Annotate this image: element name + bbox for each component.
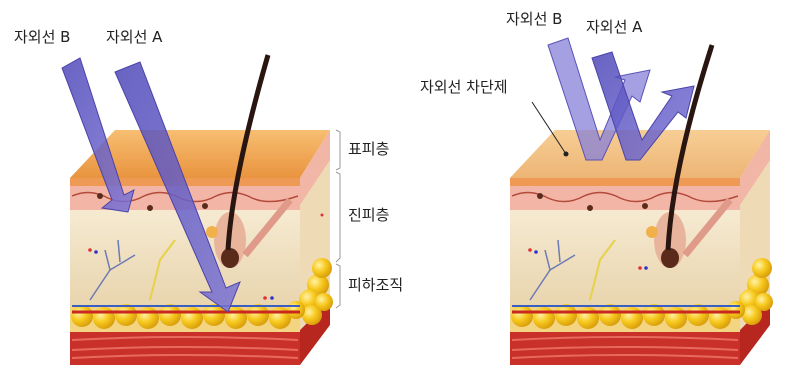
epidermis-label: 표피층 [348, 142, 389, 157]
dermis-label: 진피층 [348, 208, 389, 223]
left-skin-block [70, 55, 333, 365]
layer-brackets [336, 130, 340, 308]
subcutaneous-label: 피하조직 [348, 278, 403, 293]
right-uva-label: 자외선 A [586, 20, 642, 35]
sunscreen-label: 자외선 차단제 [420, 80, 508, 95]
left-uvb-label: 자외선 B [14, 30, 70, 45]
right-uvb-label: 자외선 B [506, 12, 562, 27]
left-uva-label: 자외선 A [106, 30, 162, 45]
